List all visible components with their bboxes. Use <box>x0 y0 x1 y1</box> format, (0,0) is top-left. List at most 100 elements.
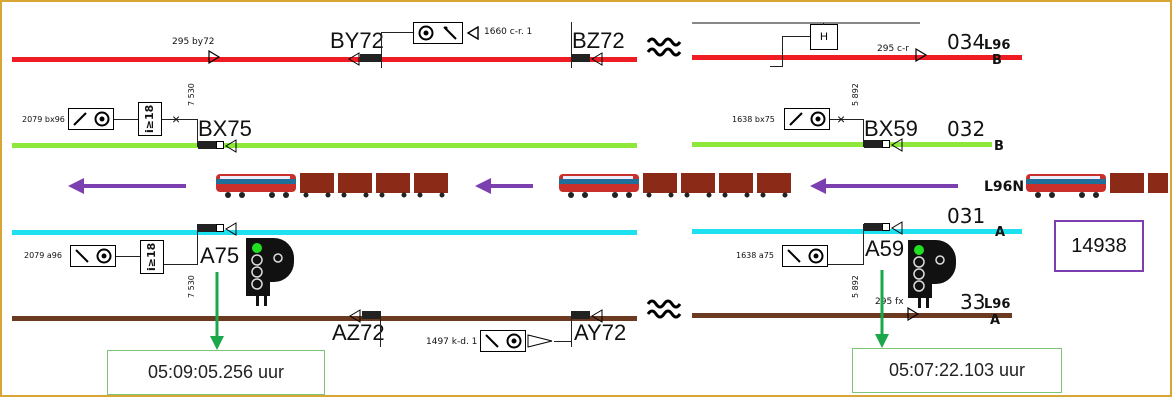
signal-aspect-box <box>68 108 114 130</box>
track-number: 032 <box>947 117 986 141</box>
signal-post <box>380 311 381 347</box>
signal-triangle-icon <box>225 139 237 153</box>
wagons <box>300 173 448 193</box>
track-letter: B <box>992 53 1002 68</box>
track-number: 031 <box>947 204 986 228</box>
signal-post <box>197 119 198 147</box>
track-letter: B <box>994 139 1004 154</box>
signal-label-A75: A75 <box>200 243 240 268</box>
km-label: 1497 k-d. 1 <box>426 337 478 347</box>
train-icon <box>559 173 791 198</box>
signal-triangle-icon <box>891 138 903 152</box>
signal-link <box>828 264 864 265</box>
switch-link <box>782 36 810 37</box>
track-break-icon <box>646 37 682 57</box>
locomotive <box>1026 174 1106 198</box>
direction-arrow-icon <box>810 178 958 194</box>
signal-label-BX75: BX75 <box>198 116 252 141</box>
timestamp-left: 05:09:05.256 uur <box>107 350 325 395</box>
km-marker-icon <box>915 48 928 62</box>
signal-link <box>162 119 197 120</box>
signal-block <box>572 311 590 319</box>
track-number: 034 <box>947 30 986 54</box>
diagonal-icon <box>73 112 87 126</box>
track-number: 33 <box>960 290 986 314</box>
signal-link <box>114 119 138 120</box>
line-label: L96 <box>984 38 1011 53</box>
diagonal-icon <box>443 26 457 40</box>
timestamp-right: 05:07:22.103 uur <box>852 348 1062 393</box>
signal-block <box>360 54 382 62</box>
direction-arrow-icon <box>68 178 186 194</box>
signal-triangle-icon <box>591 52 603 66</box>
signal-aspect-box <box>782 245 828 267</box>
signal-label-AZ72: AZ72 <box>332 320 385 345</box>
km-label: 295 fx <box>875 297 904 307</box>
vertical-km: 7 530 <box>187 275 196 298</box>
target-icon <box>96 248 112 264</box>
locomotive <box>559 174 639 198</box>
train-id-box: 14938 <box>1054 220 1144 272</box>
signal-block <box>572 54 590 62</box>
target-icon <box>810 111 826 127</box>
signal-triangle-icon <box>225 222 237 236</box>
signal-label-BY72: BY72 <box>330 28 384 53</box>
signal-label-A59: A59 <box>865 236 905 261</box>
line-direction-label: L96N <box>984 179 1025 195</box>
km-marker-icon <box>208 50 221 64</box>
km-label: 1638 a75 <box>736 251 774 260</box>
switch-link <box>782 36 783 66</box>
track-cyan-left <box>12 230 637 235</box>
signal-label-BX59: BX59 <box>864 116 918 141</box>
signal-label-BZ72: BZ72 <box>572 28 625 53</box>
km-label: 1638 bx75 <box>732 115 775 124</box>
signal-post <box>571 22 572 68</box>
target-icon <box>94 111 110 127</box>
direction-arrow-icon <box>475 178 533 194</box>
diagonal-icon <box>787 249 801 263</box>
km-label: 1660 c-r. 1 <box>484 27 533 37</box>
arrow-left-icon <box>466 26 479 40</box>
diagonal-icon <box>789 112 803 126</box>
switch-box: H <box>810 24 838 50</box>
signal-link <box>381 32 413 33</box>
signal-aspect-box <box>70 245 116 267</box>
arrow-right-icon <box>527 334 553 348</box>
signal-aspect-box <box>413 22 463 44</box>
signal-block <box>864 140 882 148</box>
time-arrow-icon <box>875 270 889 348</box>
diagonal-icon <box>75 249 89 263</box>
vertical-km: 7 530 <box>187 83 196 106</box>
signal-triangle-icon <box>349 309 361 323</box>
km-label: 2079 bx96 <box>22 115 65 124</box>
signal-block <box>198 224 216 232</box>
km-label: 295 c-r <box>877 44 909 54</box>
track-grey-top <box>692 22 920 24</box>
signal-post <box>863 119 864 147</box>
signal-link <box>554 341 572 342</box>
time-arrow-icon <box>210 272 224 350</box>
wagons <box>643 173 791 193</box>
track-red-right <box>692 55 1022 60</box>
switch-link <box>770 66 783 67</box>
signal-block <box>864 223 882 231</box>
signal-post <box>381 32 382 68</box>
signal-aspect-box <box>480 330 526 352</box>
signal-label-AY72: AY72 <box>574 320 627 345</box>
diagonal-icon <box>485 334 499 348</box>
track-brown-left <box>12 316 637 321</box>
signal-post <box>863 224 864 264</box>
signal-block <box>198 141 216 149</box>
line-label: L96 <box>984 297 1011 312</box>
signal-head <box>216 224 224 232</box>
track-cyan-right <box>692 229 1022 234</box>
track-red-left <box>12 57 637 62</box>
signal-aspect-box <box>784 108 830 130</box>
track-green-right <box>692 142 992 147</box>
signal-triangle-icon <box>891 221 903 235</box>
target-icon <box>506 333 522 349</box>
locomotive <box>216 174 296 198</box>
signal-post <box>571 311 572 347</box>
signal-link <box>830 119 864 120</box>
